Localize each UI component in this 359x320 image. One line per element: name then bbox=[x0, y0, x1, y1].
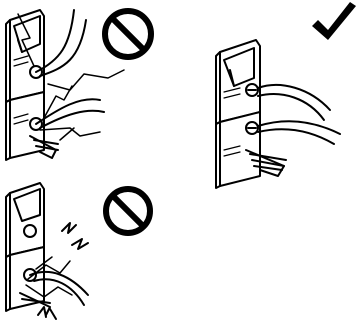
checkmark-icon bbox=[312, 2, 356, 40]
panel-correct-connection bbox=[200, 0, 359, 200]
panel-wrong-short-circuit bbox=[0, 175, 170, 320]
terminal-diagram-correct bbox=[215, 2, 356, 189]
terminal-diagram-short-circuit bbox=[5, 182, 153, 320]
panel-wrong-stray-strands bbox=[0, 0, 170, 161]
terminal-diagram-stray-strands bbox=[5, 8, 154, 161]
prohibition-icon bbox=[102, 8, 154, 60]
prohibition-icon bbox=[103, 186, 153, 236]
